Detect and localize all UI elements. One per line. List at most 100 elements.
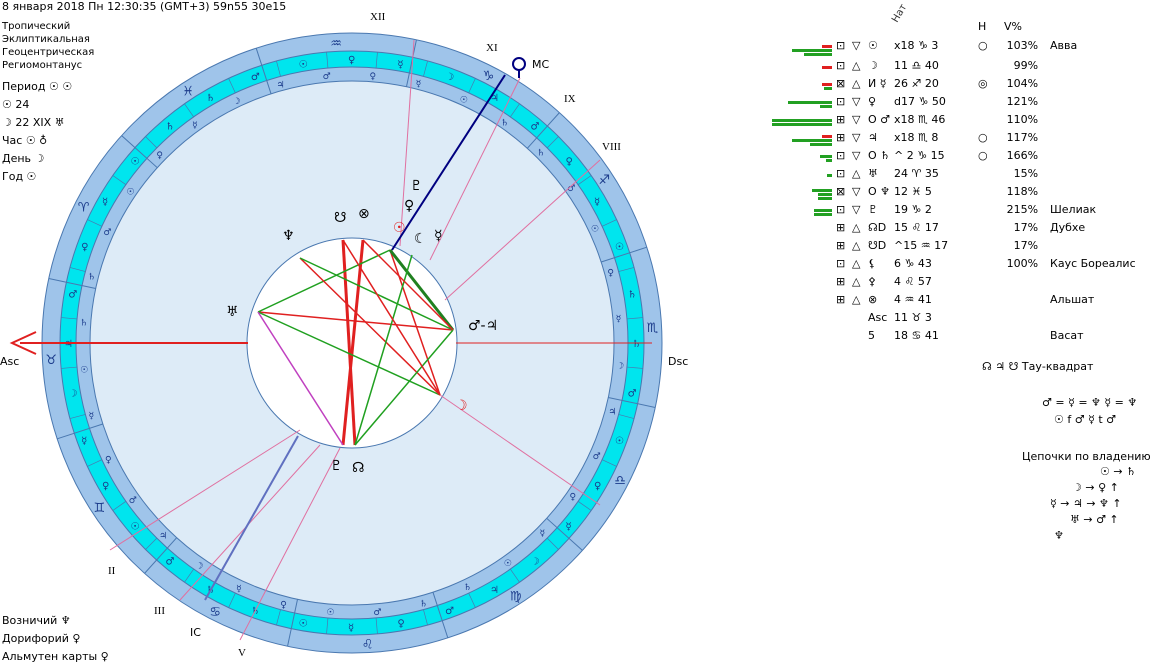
chains-title: Цепочки по владению (1022, 450, 1151, 463)
zodiac-sign-glyph: ♋ (209, 605, 221, 620)
planet-symbol: ⚸ (868, 256, 877, 270)
decan-ruler-glyph: ☉ (299, 59, 308, 70)
decan-tick (601, 219, 617, 227)
fixed-star (1040, 56, 1152, 74)
triangle-icon: △ (852, 274, 861, 288)
strength-bars (760, 326, 834, 344)
strength-percent: 117% (1006, 130, 1039, 144)
grid-icon (834, 326, 850, 344)
planet-row[interactable]: ⊠△И ☿26 ♐ 20◎104% (760, 74, 1152, 92)
natal-chart[interactable]: ♒♓♈♉♊♋♌♍♎♏♐♑ ♄☽♂♃☉♂♀♀☿☿☽☉♃♄♂♄♀♂☿☉☉♀♄☿♄☽♂… (0, 0, 760, 660)
term-ruler-glyph: ☉ (591, 225, 599, 235)
triangle-icon: ▽ (852, 94, 861, 108)
grid-icon: ⊡ (836, 94, 846, 108)
planet-position: 4 ♒ 41 (894, 292, 932, 306)
period-moon: ☽ 22 XIX ♅ (2, 116, 65, 129)
fixed-star (1040, 146, 1152, 164)
planet-position: 15 ♌ 17 (894, 220, 939, 234)
fixed-star: Авва (1050, 38, 1078, 52)
grid-icon: ⊞ (836, 238, 846, 252)
green-bar (772, 119, 832, 122)
sun-glyph: ☉ (393, 220, 406, 236)
ring-glyphs: ♄☽♂♃☉♂♀♀☿☿☽☉♃♄♂♄♀♂☿☉☉♀♄☿♄☽♂♃☉♂♀♀☿☿☽☉♃♄♂♄… (64, 55, 641, 634)
asc-arrow (9, 331, 37, 355)
triangle-icon: △ (852, 256, 861, 270)
fixed-star: Дубхе (1050, 220, 1086, 234)
red-bar (822, 83, 832, 86)
term-ruler-glyph: ♂ (129, 496, 137, 506)
sign-boundary (121, 135, 158, 169)
decan-tick (577, 501, 592, 511)
strength-bars (760, 146, 834, 164)
planet-position: 19 ♑ 2 (894, 202, 932, 216)
ring-ticks (48, 39, 656, 647)
mercury-glyph: ☿ (434, 228, 443, 244)
green-bar (788, 101, 832, 104)
triangle-icon: △ (852, 166, 861, 180)
strength-percent: 103% (1006, 38, 1039, 52)
zodiac-sign-glyph: ♏ (647, 321, 659, 336)
planet-position: 11 ♉ 3 (894, 310, 932, 324)
equation-line: ☉ f ♂ ☿ t ♂ (1054, 413, 1117, 426)
planet-position: 11 ♎ 40 (894, 58, 939, 72)
term-ruler-glyph: ♄ (80, 319, 88, 329)
column-h: Н (978, 20, 987, 33)
period-hour: Час ☉ ♁ (2, 134, 48, 147)
strength-percent: 121% (1006, 94, 1039, 108)
fixed-star (1040, 236, 1152, 254)
fixed-star (1040, 164, 1152, 182)
planet-row[interactable]: ⊞▽♃x18 ♏ 8○117% (760, 128, 1152, 146)
triangle-icon: ▽ (852, 148, 861, 162)
planet-row[interactable]: ⊡▽☉x18 ♑ 3○103%Авва (760, 34, 1152, 56)
planet-position: 4 ♌ 57 (894, 274, 932, 288)
decan-ruler-glyph: ♀ (566, 156, 573, 167)
house-status (976, 326, 1002, 344)
house-status (976, 182, 1002, 200)
decan-ruler-glyph: ♄ (632, 339, 641, 350)
green-bar (804, 53, 832, 56)
house-status (976, 254, 1002, 272)
house-status (976, 290, 1002, 308)
decan-tick (87, 459, 103, 467)
strength-bars (760, 308, 834, 326)
decan-ruler-glyph: ☿ (102, 197, 108, 208)
green-bar (792, 49, 832, 52)
grid-icon: ⊞ (836, 130, 846, 144)
decan-ruler-glyph: ☿ (397, 59, 403, 70)
planet-symbol: ☋D (868, 238, 887, 252)
decan-ruler-glyph: ☉ (615, 242, 624, 253)
decan-ruler-glyph: ♂ (68, 290, 77, 301)
planet-row[interactable]: ⊡▽О ♄^ 2 ♑ 15○166% (760, 146, 1152, 164)
decan-tick (69, 267, 86, 272)
grid-icon: ⊞ (836, 220, 846, 234)
decan-tick (546, 136, 559, 149)
grid-icon: ⊞ (836, 274, 846, 288)
decan-ruler-glyph: ♀ (102, 481, 109, 492)
aspect-lines (257, 239, 455, 446)
triangle-icon: ▽ (852, 202, 861, 216)
term-ruler-glyph: ☿ (192, 121, 198, 131)
system-line: Региомонтанус (2, 60, 83, 71)
decan-ruler-glyph: ♀ (348, 55, 355, 66)
system-line: Геоцентрическая (2, 47, 95, 58)
house-status (976, 110, 1002, 128)
term-ruler-glyph: ♀ (369, 72, 376, 82)
planet-row[interactable]: ⊞△⚴4 ♌ 57 (760, 272, 1152, 290)
term-ruler-glyph: ♄ (420, 599, 428, 609)
zodiac-sign-glyph: ♈ (78, 200, 90, 215)
sign-boundary (432, 592, 449, 638)
north-node-glyph: ☊ (352, 460, 364, 476)
